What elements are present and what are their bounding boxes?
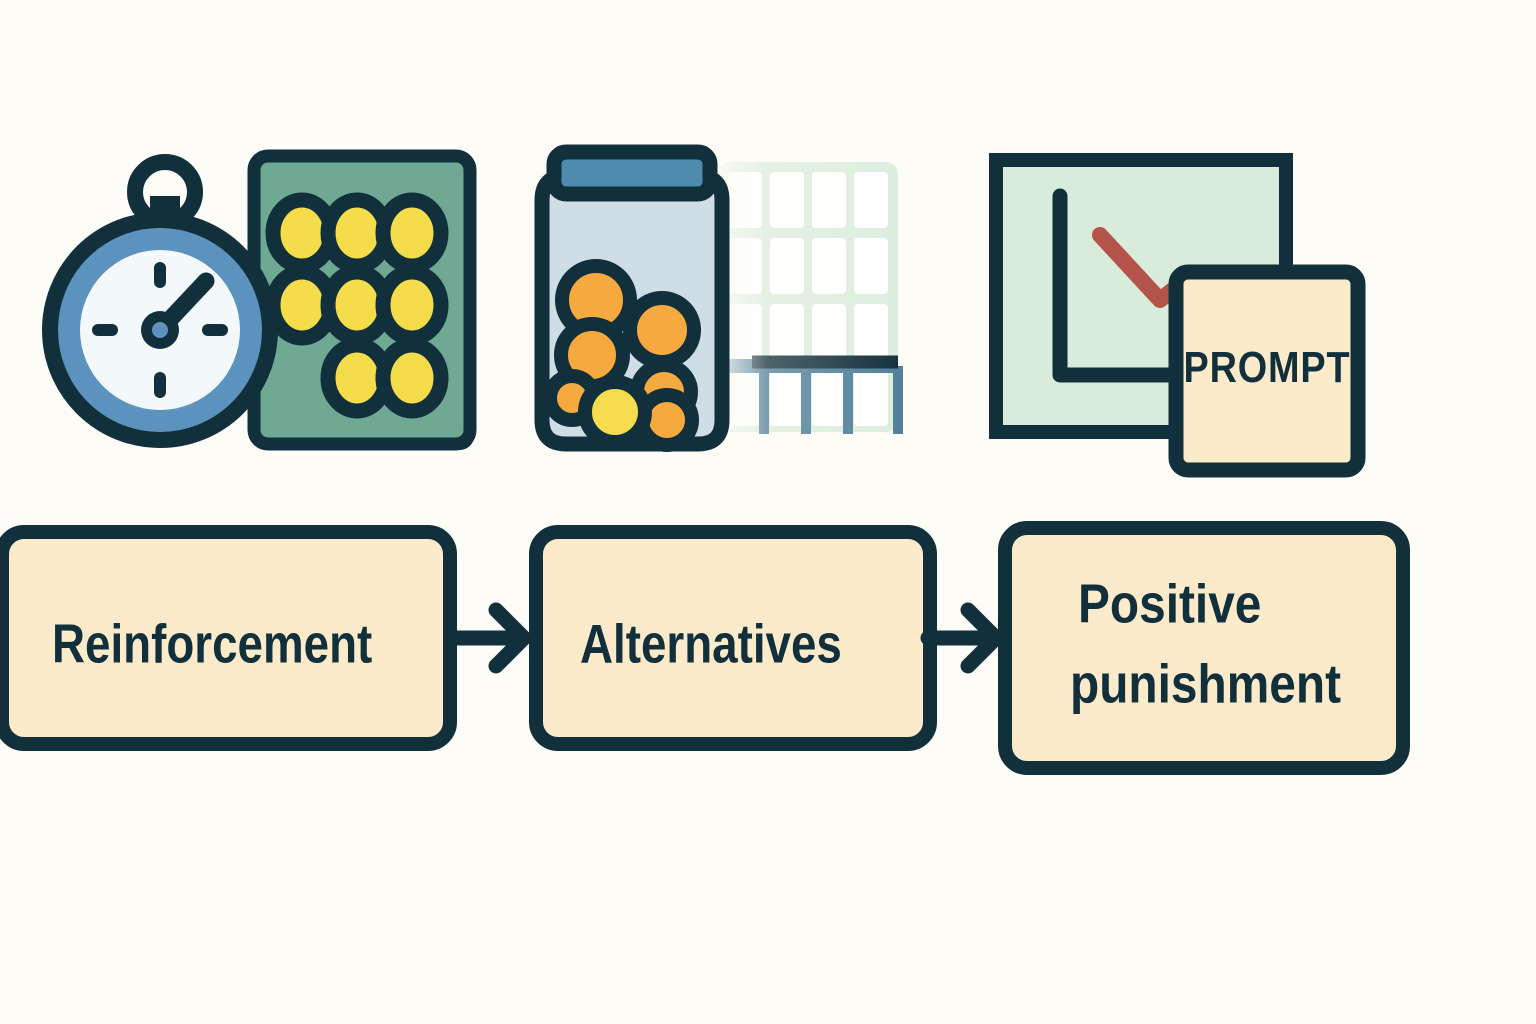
icon-cluster-token-jar-grid bbox=[512, 0, 1024, 500]
prompt-card: PROMPT bbox=[1168, 264, 1366, 478]
flow-row: Reinforcement Alternatives bbox=[0, 500, 1536, 800]
token-jar-icon bbox=[534, 144, 730, 452]
flow-box-shape[interactable] bbox=[998, 521, 1410, 775]
token-board-icon bbox=[247, 149, 477, 451]
flow-box-label: Reinforcement bbox=[52, 613, 372, 675]
grid-highlight-row bbox=[715, 355, 903, 434]
arrow-head-icon bbox=[960, 602, 1004, 674]
flow-arrow-2 bbox=[920, 500, 1012, 800]
flow-step-alternatives[interactable]: Alternatives bbox=[529, 500, 940, 800]
flow-arrow-1 bbox=[448, 500, 542, 800]
stopwatch-icon bbox=[42, 154, 278, 448]
flow-step-reinforcement[interactable]: Reinforcement bbox=[0, 500, 470, 800]
prompt-card-label: PROMPT bbox=[1184, 342, 1351, 391]
flow-step-positive-punishment[interactable]: Positive punishment bbox=[998, 500, 1420, 800]
schedule-grid-icon bbox=[715, 162, 903, 434]
icon-row: PROMPT bbox=[0, 0, 1536, 500]
flow-box-label-line-1: Positive bbox=[1078, 572, 1261, 634]
flow-box-label: Alternatives bbox=[580, 613, 842, 675]
icon-cluster-timer-token-board bbox=[0, 0, 512, 500]
icon-cluster-chart-prompt: PROMPT bbox=[989, 0, 1536, 500]
arrow-head-icon bbox=[488, 602, 532, 674]
token-group bbox=[265, 192, 449, 419]
coin-group bbox=[543, 259, 701, 452]
flow-box-label-line-2: punishment bbox=[1070, 652, 1341, 714]
stopwatch-ticks bbox=[92, 262, 228, 398]
